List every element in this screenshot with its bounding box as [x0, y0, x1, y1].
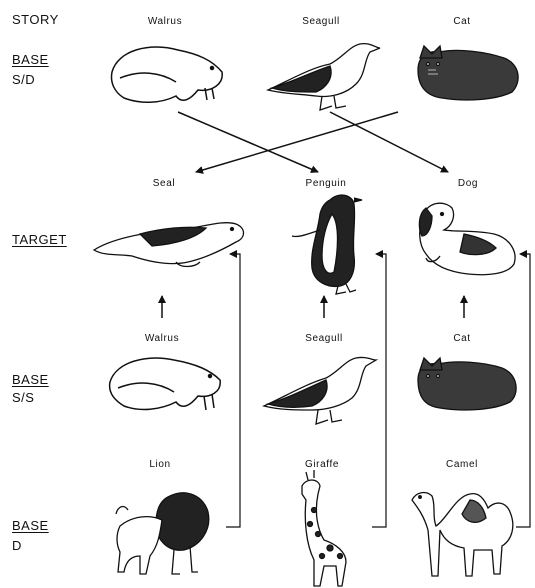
camel-illustration [412, 493, 513, 576]
walrus-illustration [112, 47, 223, 102]
bracket-giraffe-to-penguin [372, 254, 386, 527]
walrus-illustration-2 [110, 358, 221, 410]
seal-illustration [94, 223, 244, 267]
seagull-illustration-2 [264, 357, 376, 424]
lion-illustration [116, 493, 209, 574]
seagull-illustration [268, 44, 380, 110]
giraffe-illustration [302, 470, 346, 586]
arrow-seagull-to-dog [330, 112, 448, 172]
bracket-lion-to-seal [226, 254, 240, 527]
cat-illustration-2 [418, 358, 516, 410]
dog-illustration [419, 203, 515, 274]
penguin-illustration [292, 195, 362, 294]
bracket-camel-to-dog [516, 254, 530, 527]
cat-illustration [418, 46, 518, 100]
